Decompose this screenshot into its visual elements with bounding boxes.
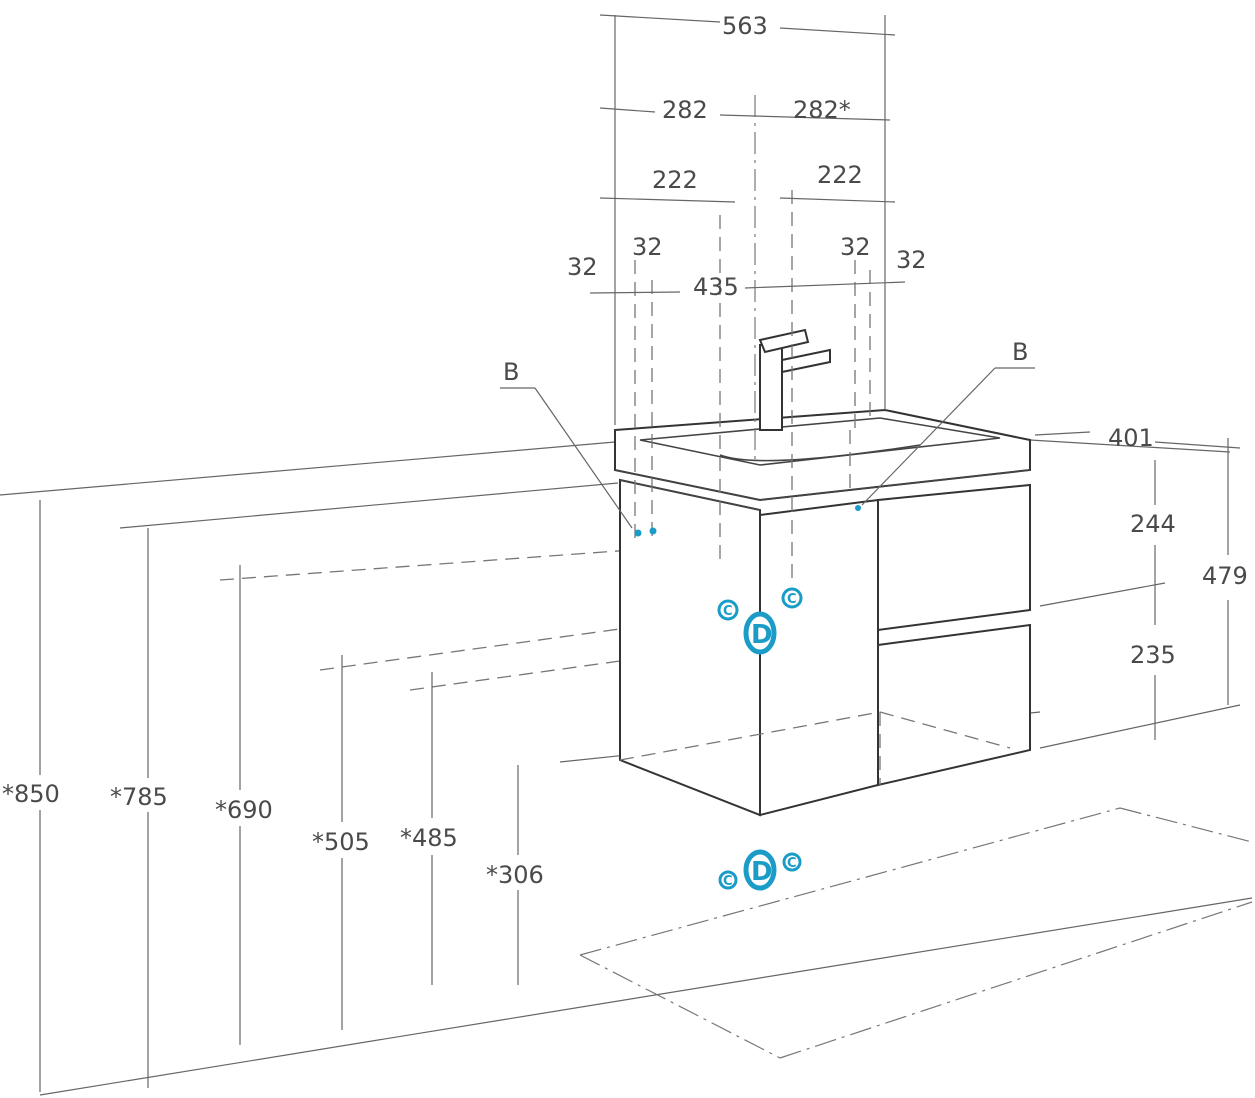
- dim-mount-span: 435: [693, 273, 739, 301]
- svg-text:C: C: [787, 592, 797, 607]
- dim-drawer-bottom: 235: [1130, 641, 1176, 669]
- dim-mount-left-inner: 32: [632, 233, 663, 261]
- dim-offset-right: 222: [817, 161, 863, 189]
- dim-drawer-top: 244: [1130, 510, 1176, 538]
- dim-h-485: *485: [400, 824, 458, 852]
- floor-connection-cold: C: [718, 870, 738, 890]
- dim-h-306: *306: [486, 861, 544, 889]
- wall-connection-cold: C: [717, 599, 739, 621]
- bracket-right: [855, 367, 1035, 511]
- svg-text:C: C: [787, 856, 797, 871]
- top-dimension-lines: [589, 14, 906, 294]
- dim-half-right: 282*: [793, 96, 851, 124]
- dim-cabinet-height: 479: [1202, 562, 1248, 590]
- wall-connection-hot: C: [781, 587, 803, 609]
- dim-mount-left-outer: 32: [567, 253, 598, 281]
- dim-offset-left: 222: [652, 166, 698, 194]
- svg-text:D: D: [751, 857, 773, 887]
- dim-mount-right-inner: 32: [840, 233, 871, 261]
- dim-width-total: 563: [722, 12, 768, 40]
- dim-h-785: *785: [110, 783, 168, 811]
- faucet-icon: [758, 328, 831, 431]
- floor-connection-hot: C: [782, 852, 802, 872]
- dim-h-505: *505: [312, 828, 370, 856]
- dim-h-690: *690: [215, 796, 273, 824]
- svg-text:C: C: [723, 874, 733, 889]
- washbasin: [614, 408, 1031, 502]
- bracket-right-label: B: [1012, 338, 1028, 366]
- svg-text:C: C: [723, 604, 733, 619]
- dim-depth: 401: [1108, 424, 1154, 452]
- bracket-left: [500, 387, 657, 537]
- bracket-left-label: B: [503, 358, 519, 386]
- svg-text:D: D: [751, 620, 773, 650]
- centre-lines: [614, 15, 886, 580]
- dim-h-850: *850: [2, 780, 60, 808]
- height-dimension-lines: [39, 500, 519, 1092]
- dim-mount-right-outer: 32: [896, 246, 927, 274]
- vanity-cabinet: [619, 478, 1031, 817]
- dim-half-left: 282: [662, 96, 708, 124]
- floor-drain-outlet: D: [743, 849, 777, 891]
- wall-drain-outlet: D: [743, 611, 777, 655]
- right-dimension-lines: [1034, 431, 1241, 740]
